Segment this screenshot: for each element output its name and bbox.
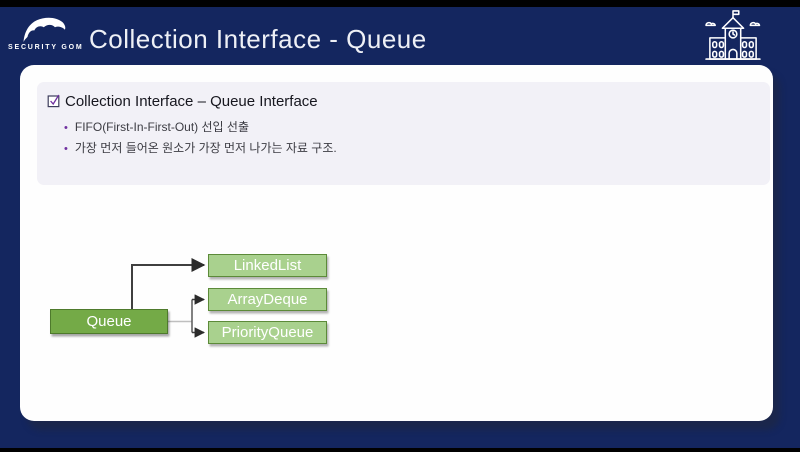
diagram-node-priorityqueue: PriorityQueue	[208, 321, 327, 344]
slide-content-card: Collection Interface – Queue Interface F…	[20, 65, 773, 421]
bottom-frame-bar	[0, 448, 800, 452]
checked-checkbox-icon	[47, 94, 60, 107]
section-heading: Collection Interface – Queue Interface	[65, 93, 318, 110]
school-building-icon	[702, 9, 764, 66]
bullet-list: FIFO(First-In-First-Out) 선입 선출 가장 먼저 들어온…	[64, 117, 770, 159]
bear-icon	[23, 17, 66, 42]
diagram-connectors	[131, 258, 206, 338]
section-heading-row: Collection Interface – Queue Interface	[47, 93, 770, 110]
bullet-item: FIFO(First-In-First-Out) 선입 선출	[64, 117, 770, 138]
diagram-node-linkedlist: LinkedList	[208, 254, 327, 277]
brand-text: SECURITY GOM	[8, 44, 84, 51]
bullet-item: 가장 먼저 들어온 원소가 가장 먼저 나가는 자료 구조.	[64, 138, 770, 159]
diagram-node-queue: Queue	[50, 309, 168, 334]
diagram-node-arraydeque: ArrayDeque	[208, 288, 327, 311]
topic-panel: Collection Interface – Queue Interface F…	[37, 82, 770, 185]
security-gom-logo: SECURITY GOM	[8, 15, 82, 51]
page-title: Collection Interface - Queue	[89, 24, 427, 54]
